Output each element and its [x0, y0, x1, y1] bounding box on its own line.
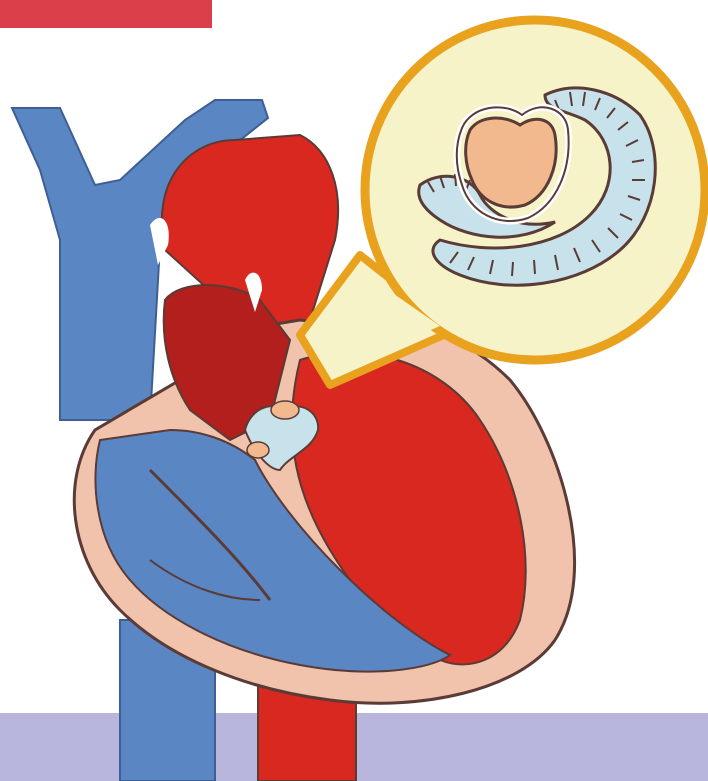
header-bar: [0, 0, 212, 28]
